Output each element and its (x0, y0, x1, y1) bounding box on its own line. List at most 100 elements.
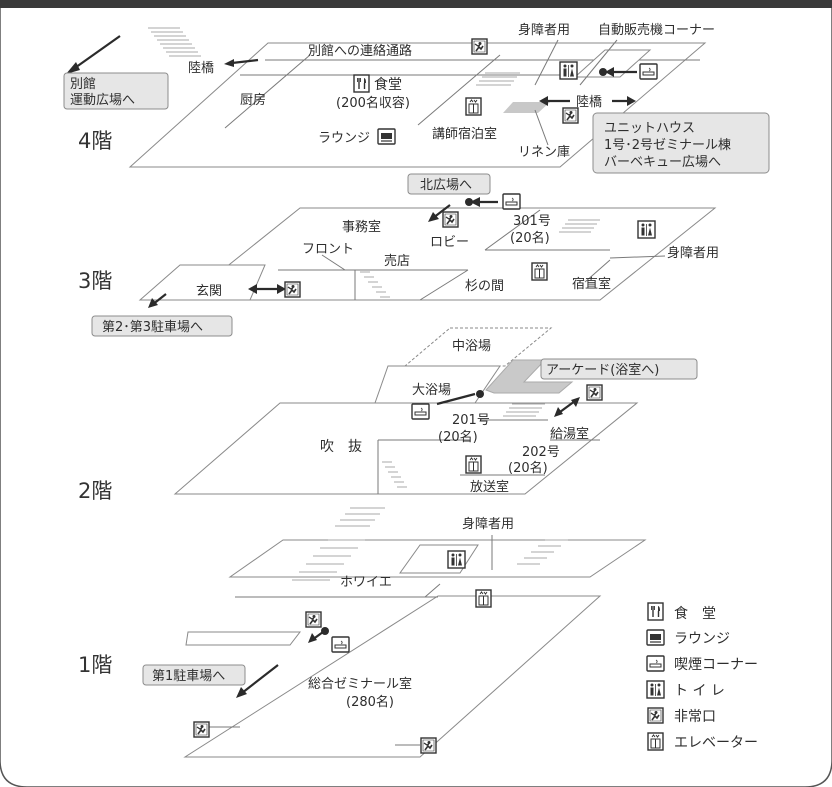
label-middle-bath: 中浴場 (452, 339, 491, 354)
emergency-exit-icon (586, 384, 603, 401)
label-room202: 202号 (522, 445, 560, 460)
annex-badge-line1: 別館 (70, 77, 96, 92)
label-room202-cap: (20名) (508, 460, 548, 476)
label-lecturer-room: 講師宿泊室 (432, 126, 497, 142)
emergency-exit-icon (471, 38, 488, 55)
legend-label: 食 堂 (674, 605, 716, 622)
annex-badge (63, 72, 169, 110)
emergency-exit-icon (442, 211, 459, 228)
elevator-icon (531, 262, 548, 281)
elevator-icon (465, 97, 482, 116)
floor-label-3: 3階 (78, 269, 112, 293)
label-accessible-wc-1f: 身障者用 (462, 516, 514, 532)
label-entrance: 玄関 (196, 284, 222, 299)
label-seminar-cap: (280名) (346, 694, 394, 710)
smoking-icon (331, 636, 350, 653)
floor-1: 身障者用 ホワイエ 第1駐車場へ 総合ゼミナール室 (280名) 1階 (78, 507, 647, 758)
label-room301: 301号 (513, 214, 551, 229)
legend-label: ト イ レ (674, 683, 725, 699)
label-sugi: 杉の間 (465, 279, 504, 294)
label-hot-water: 給湯室 (550, 426, 589, 442)
parking-1-badge (142, 664, 246, 686)
legend-label: 喫煙コーナー (674, 657, 758, 673)
smoking-icon (502, 193, 521, 210)
legend: 食 堂 ラウンジ 喫煙コーナー ト イ レ 非常口 エレベーター (646, 602, 758, 751)
label-dining-capacity: (200名収容) (336, 95, 410, 111)
unit-house-badge (592, 112, 770, 174)
emergency-exit-icon (420, 737, 437, 754)
toilet-icon (447, 550, 466, 569)
dining-icon (647, 602, 664, 621)
label-room301-cap: (20名) (510, 230, 550, 246)
label-parking-23: 第2･第3駐車場へ (102, 320, 203, 335)
label-linen: リネン庫 (518, 145, 570, 160)
smoking-icon (411, 403, 430, 420)
label-night-duty: 宿直室 (572, 276, 611, 292)
floor-4: 身障者用 自動販売機コーナー 別館への連絡通路 陸橋 別館 運動広場へ 厨房 食… (63, 22, 770, 174)
legend-item-toilet: ト イ レ (646, 680, 725, 699)
floor-label-4: 4階 (78, 129, 112, 153)
floor-3: 北広場へ 事務室 ロビー 301号 (20名) 身障者用 フロント 売店 玄関 … (78, 173, 719, 337)
floor-label-1: 1階 (78, 653, 112, 677)
legend-label: エレベーター (674, 735, 758, 751)
legend-label: 非常口 (674, 709, 716, 725)
label-lobby: ロビー (430, 235, 469, 250)
smoking-icon (646, 655, 665, 672)
label-annex-link: 別館への連絡通路 (308, 43, 412, 59)
legend-item-exit: 非常口 (647, 707, 716, 725)
label-broadcast: 放送室 (470, 479, 509, 495)
label-kitchen: 厨房 (240, 92, 266, 108)
unit-badge-line1: ユニットハウス (604, 121, 695, 136)
parking-23-badge (91, 315, 233, 337)
legend-item-smoking: 喫煙コーナー (646, 655, 758, 673)
emergency-exit-icon (562, 107, 579, 124)
label-arcade: アーケード(浴室へ) (546, 362, 659, 378)
label-accessible-wc-3f: 身障者用 (667, 245, 719, 261)
label-seminar: 総合ゼミナール室 (308, 676, 412, 692)
emergency-exit-icon (284, 281, 301, 298)
label-room201: 201号 (452, 413, 490, 428)
label-parking-1: 第1駐車場へ (152, 669, 225, 684)
toilet-icon (559, 61, 578, 80)
emergency-exit-icon (193, 721, 210, 738)
label-accessible-wc-4f: 身障者用 (518, 22, 570, 38)
floor-2: 中浴場 アーケード(浴室へ) 大浴場 201号 (20名) 給湯室 吹 抜 20… (78, 327, 698, 503)
label-shop: 売店 (384, 253, 410, 269)
smoking-icon (639, 63, 658, 80)
label-office: 事務室 (342, 219, 381, 235)
unit-badge-line2: 1号･2号ゼミナール棟 (604, 138, 731, 153)
label-front: フロント (302, 242, 354, 257)
legend-item-elevator: エレベーター (647, 732, 758, 751)
lounge-icon (646, 629, 665, 646)
legend-item-dining: 食 堂 (647, 602, 716, 622)
emergency-exit-icon (305, 611, 322, 628)
toilet-icon (637, 220, 656, 239)
emergency-exit-icon (647, 707, 664, 724)
lounge-icon (377, 128, 396, 145)
annex-badge-line2: 運動広場へ (70, 93, 135, 108)
legend-item-lounge: ラウンジ (646, 629, 730, 647)
elevator-icon (475, 589, 492, 608)
north-plaza-badge (407, 173, 491, 195)
arcade-badge (540, 358, 698, 380)
floor-label-2: 2階 (78, 479, 112, 503)
legend-label: ラウンジ (674, 631, 730, 647)
label-foyer: ホワイエ (340, 575, 392, 590)
label-north-plaza: 北広場へ (420, 178, 472, 193)
label-bridge-left: 陸橋 (188, 60, 214, 76)
label-dining: 食堂 (374, 76, 402, 93)
label-large-bath: 大浴場 (412, 383, 451, 398)
top-bar (0, 0, 832, 8)
elevator-icon (465, 455, 482, 474)
label-vending: 自動販売機コーナー (598, 22, 715, 38)
unit-badge-line3: バーベキュー広場へ (604, 155, 721, 170)
label-lounge-4f: ラウンジ (318, 131, 370, 146)
label-atrium: 吹 抜 (320, 439, 362, 455)
label-bridge-right: 陸橋 (576, 94, 602, 110)
dining-icon (353, 74, 370, 93)
label-room201-cap: (20名) (438, 429, 478, 445)
toilet-icon (646, 680, 665, 699)
elevator-icon (647, 732, 664, 751)
